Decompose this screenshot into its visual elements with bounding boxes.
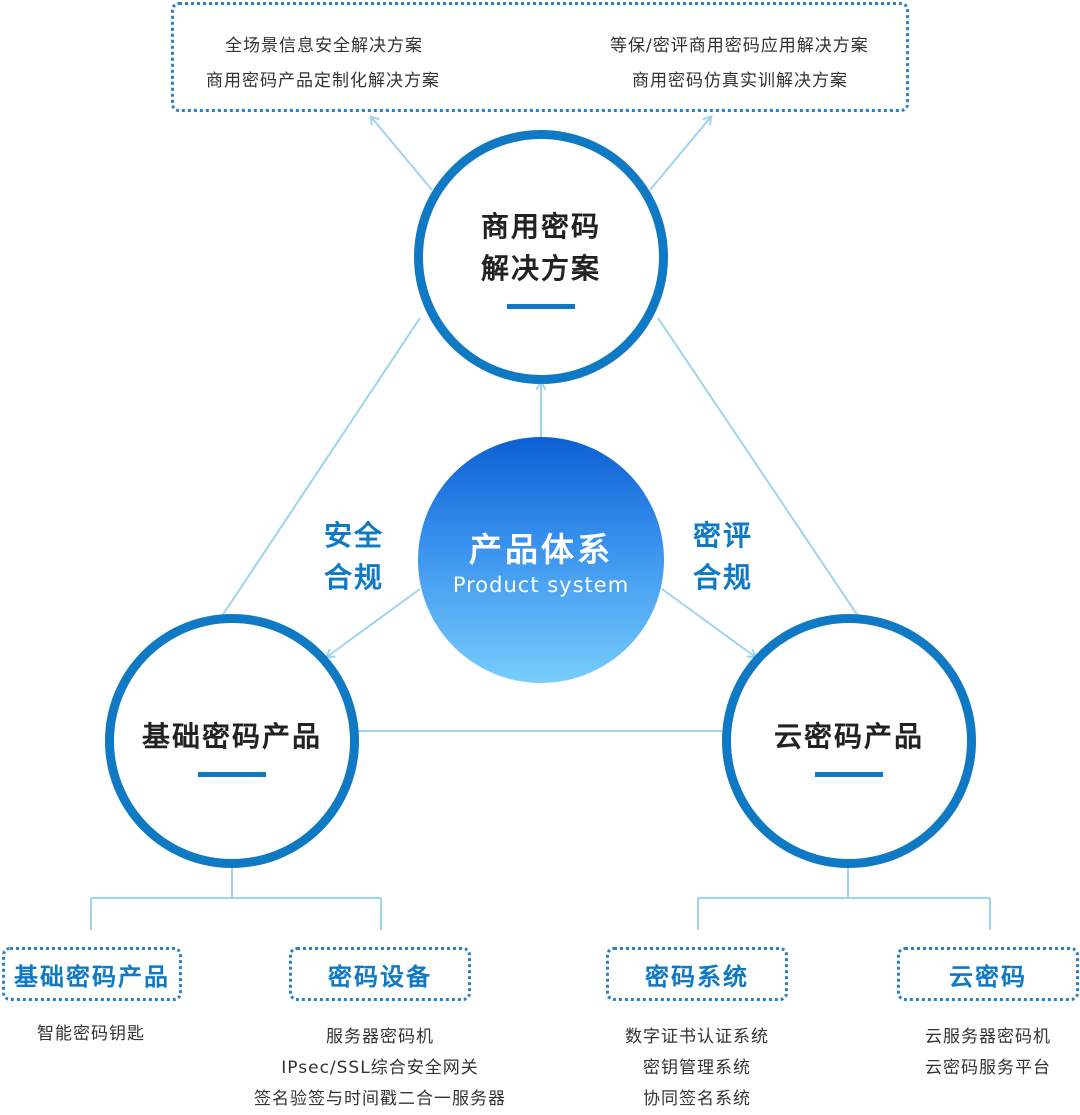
node-basic-crypto-products: 基础密码产品 [105, 614, 359, 868]
core-subtitle: Product system [452, 573, 630, 597]
edge-top-right [657, 317, 859, 617]
solution-item: 商用密码仿真实训解决方案 [632, 71, 848, 91]
node-underline [815, 771, 883, 777]
side-label-line1: 安全 [324, 519, 385, 552]
list-item: 服务器密码机 [326, 1027, 434, 1047]
node-title-line2: 解决方案 [480, 251, 601, 285]
solution-item: 全场景信息安全解决方案 [225, 36, 423, 56]
node-title: 云密码产品 [773, 719, 924, 753]
node-underline [198, 771, 266, 777]
list-item: IPsec/SSL综合安全网关 [281, 1058, 479, 1078]
list-item: 签名验签与时间戳二合一服务器 [254, 1089, 506, 1109]
label-evaluation-compliance: 密评 合规 [693, 515, 753, 599]
node-title: 基础密码产品 [141, 719, 322, 753]
solution-item: 等保/密评商用密码应用解决方案 [610, 36, 869, 56]
arrow-core-to-right [661, 588, 754, 656]
list-item: 数字证书认证系统 [625, 1027, 769, 1047]
solutions-box: 全场景信息安全解决方案 商用密码产品定制化解决方案 等保/密评商用密码应用解决方… [171, 2, 909, 112]
list-item: 协同签名系统 [643, 1089, 751, 1109]
side-label-line2: 合规 [324, 561, 385, 594]
arrow-core-to-left [328, 588, 421, 656]
node-underline [507, 303, 575, 309]
node-commercial-crypto-solutions: 商用密码 解决方案 [414, 130, 668, 384]
category-crypto-devices: 密码设备 [289, 947, 471, 1001]
item-list-basic: 智能密码钥匙 [0, 1019, 182, 1050]
side-label-line2: 合规 [693, 561, 754, 594]
list-item: 智能密码钥匙 [37, 1024, 145, 1044]
list-item: 云密码服务平台 [925, 1058, 1051, 1078]
category-crypto-systems: 密码系统 [606, 947, 788, 1001]
list-item: 密钥管理系统 [643, 1058, 751, 1078]
item-list-devices: 服务器密码机 IPsec/SSL综合安全网关 签名验签与时间戳二合一服务器 [230, 1022, 530, 1115]
node-title-line1: 商用密码 [480, 209, 601, 243]
list-item: 云服务器密码机 [925, 1027, 1051, 1047]
core-title: 产品体系 [469, 530, 613, 569]
category-basic-crypto-products: 基础密码产品 [2, 947, 182, 1001]
solution-item: 商用密码产品定制化解决方案 [206, 71, 440, 91]
label-security-compliance: 安全 合规 [324, 515, 384, 599]
arrow-to-top-left [372, 118, 433, 191]
category-cloud-crypto: 云密码 [897, 947, 1079, 1001]
side-label-line1: 密评 [693, 519, 754, 552]
product-system-core: 产品体系 Product system [418, 437, 664, 683]
arrow-to-top-right [649, 118, 710, 191]
node-cloud-crypto-products: 云密码产品 [722, 614, 976, 868]
edge-top-left [221, 317, 421, 617]
item-list-systems: 数字证书认证系统 密钥管理系统 协同签名系统 [567, 1022, 827, 1115]
item-list-cloud: 云服务器密码机 云密码服务平台 [888, 1022, 1080, 1084]
